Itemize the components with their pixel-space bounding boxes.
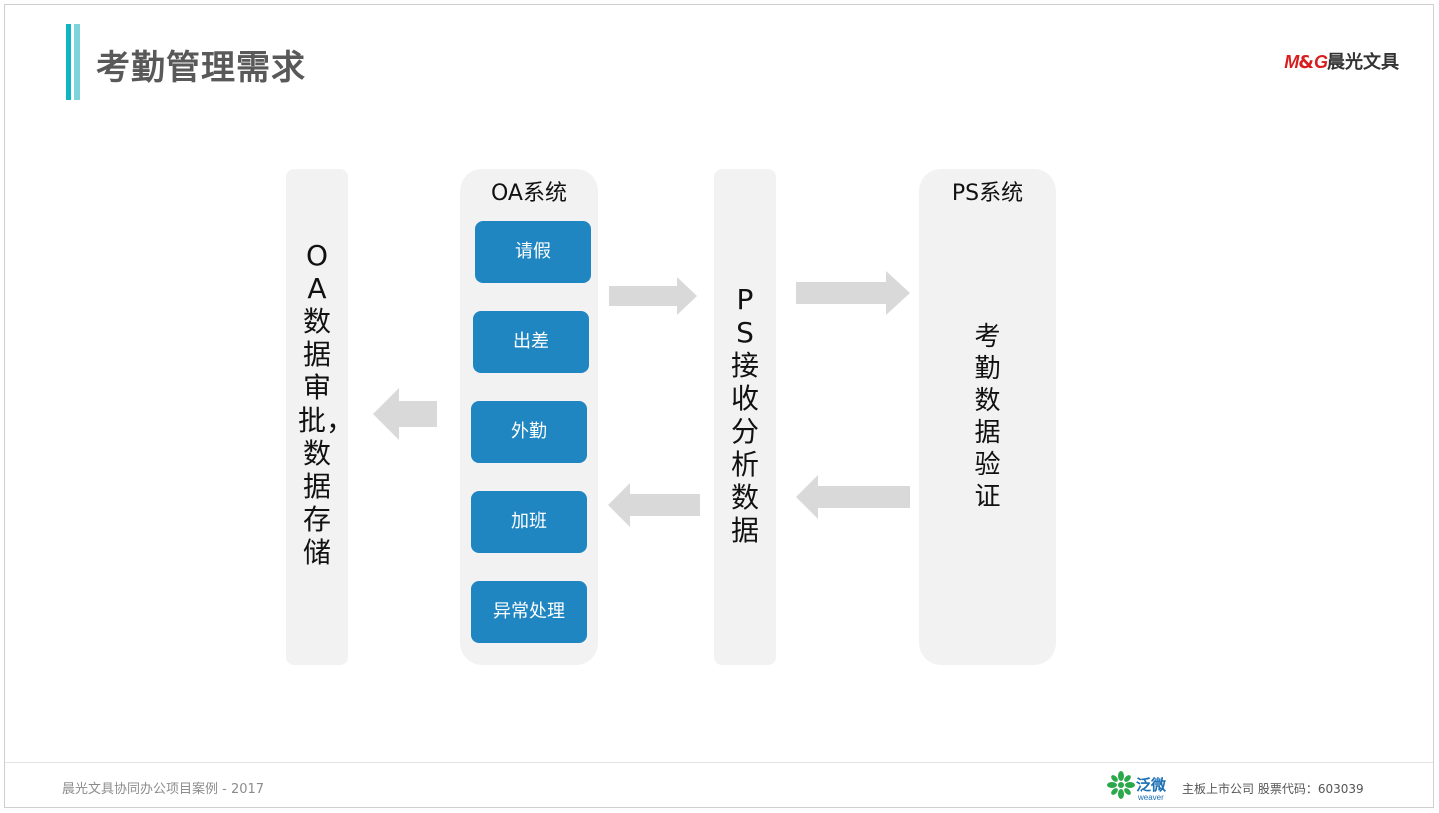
ps-system-panel: PS系统 考勤数据验证: [919, 169, 1056, 665]
ps-system-title: PS系统: [951, 181, 1024, 206]
weaver-logo-subtext: weaver: [1138, 793, 1164, 802]
title-accent-bar-light: [74, 24, 80, 100]
brand-name: 晨光文具: [1327, 52, 1399, 73]
footer-stock-info: 主板上市公司 股票代码：603039: [1182, 782, 1364, 796]
arrow-right-icon: [609, 277, 697, 315]
page-title: 考勤管理需求: [96, 48, 306, 88]
brand-mg-amp: &: [1298, 52, 1314, 73]
arrow-left-icon: [608, 483, 700, 527]
weaver-logo-icon: [1106, 770, 1136, 804]
oa-approval-panel: OA数据审批，数据存储: [286, 169, 355, 665]
weaver-logo-text: 泛微: [1136, 776, 1167, 794]
overtime-button[interactable]: 加班: [471, 491, 587, 553]
arrow-left-icon: [373, 388, 437, 440]
footer-project-caption: 晨光文具协同办公项目案例 - 2017: [62, 782, 265, 797]
oa-approval-text: OA数据审批，数据存储: [298, 239, 355, 569]
field-work-button[interactable]: 外勤: [471, 401, 587, 463]
brand-mg-m: M: [1284, 52, 1299, 72]
brand-logo: M&G晨光文具: [1284, 48, 1399, 74]
footer-divider: [5, 762, 1433, 763]
arrow-right-icon: [796, 271, 910, 315]
ps-receive-text: PS接收分析数据: [730, 283, 759, 547]
oa-system-title: OA系统: [491, 181, 567, 206]
title-accent-bar: [66, 24, 71, 100]
ps-validation-text: 考勤数据验证: [974, 322, 1001, 512]
ps-receive-panel: PS接收分析数据: [714, 169, 776, 665]
brand-mg-g: G: [1313, 52, 1328, 72]
leave-button[interactable]: 请假: [475, 221, 591, 283]
exception-handling-button[interactable]: 异常处理: [471, 581, 587, 643]
arrow-left-icon: [796, 475, 910, 519]
business-trip-button[interactable]: 出差: [473, 311, 589, 373]
